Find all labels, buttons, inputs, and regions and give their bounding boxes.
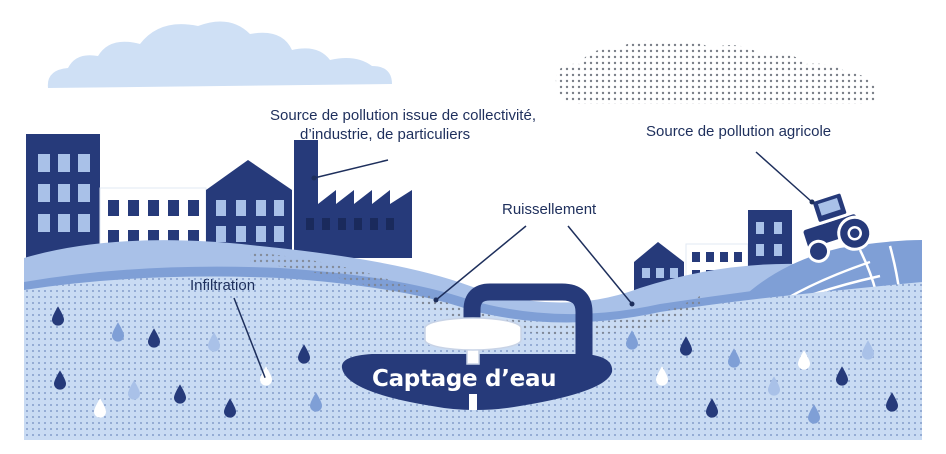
agricultural-pollution-label: Source de pollution agricole: [646, 123, 832, 140]
infiltration-label: Infiltration: [190, 277, 256, 294]
runoff-label: Ruissellement: [502, 201, 597, 218]
urban-pollution-label-line1: Source de pollution issue de collectivit…: [270, 107, 536, 124]
tractor-icon: [800, 190, 873, 263]
city-buildings: [26, 134, 412, 259]
runoff-flow: [250, 252, 700, 336]
cloud-right: [555, 40, 877, 104]
water-catchment: [341, 283, 613, 410]
cloud-left: [47, 21, 392, 88]
urban-pollution-label: Source de pollution issue de collectivit…: [270, 106, 536, 144]
urban-pollution-label-line2: d’industrie, de particuliers: [300, 126, 471, 143]
water-catchment-label: Captage d’eau: [372, 366, 557, 392]
leader-lines: [233, 151, 813, 381]
